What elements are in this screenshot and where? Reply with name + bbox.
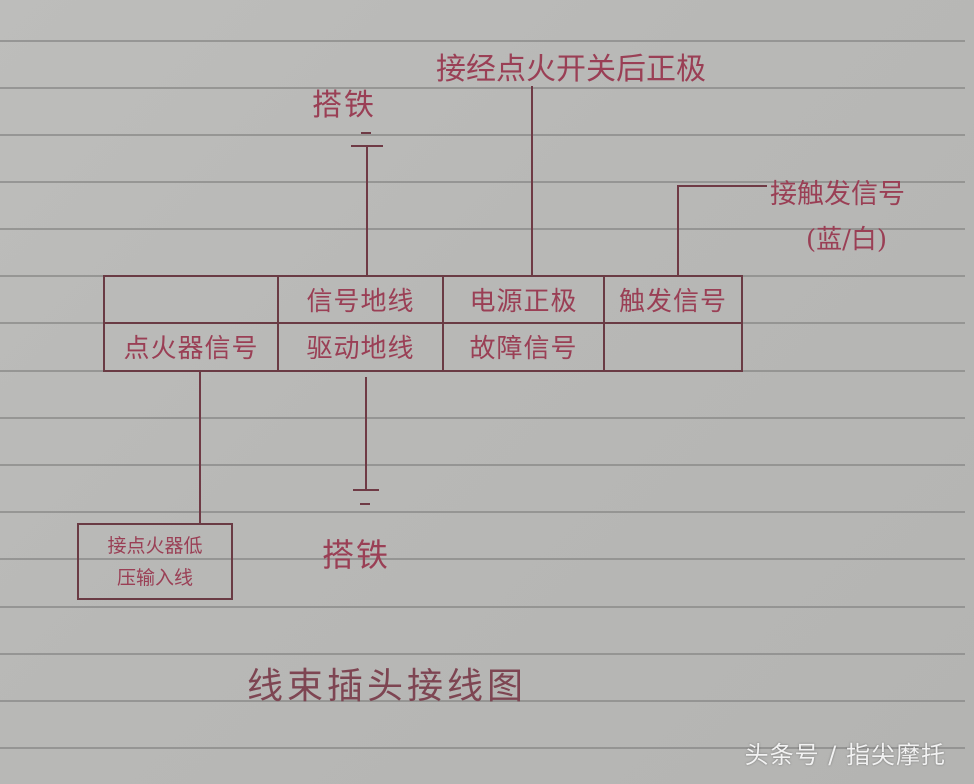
pin-igniter-signal: 点火器信号 (105, 323, 279, 370)
pin-signal-ground: 信号地线 (279, 277, 444, 324)
trigger-signal-label: 接触发信号 (770, 179, 905, 210)
watermark: 头条号 / 指尖摩托 (744, 741, 946, 769)
power-positive-wire (531, 86, 533, 275)
trigger-signal-color-label: (蓝/白) (806, 225, 888, 255)
diagram-title: 线束插头接线图 (247, 666, 528, 707)
ruled-line (0, 181, 965, 183)
pin-power-positive: 电源正极 (444, 277, 605, 324)
pin-drive-ground: 驱动地线 (279, 323, 444, 370)
ruled-line (0, 228, 965, 230)
harness-connector: 信号地线 电源正极 触发信号 点火器信号 驱动地线 故障信号 (103, 275, 743, 372)
ruled-line (0, 558, 965, 560)
ruled-line (0, 417, 965, 419)
signal-ground-wire (366, 146, 368, 275)
ruled-line (0, 464, 965, 466)
ruled-line (0, 700, 965, 702)
ruled-line (0, 134, 965, 136)
pin-trigger-signal: 触发信号 (605, 277, 741, 324)
ruled-line (0, 511, 965, 513)
trigger-signal-wire-horizontal (677, 185, 767, 187)
igniter-input-line1: 接点火器低 (107, 534, 203, 557)
igniter-signal-wire (199, 372, 201, 523)
pin-empty-2 (605, 324, 741, 371)
ground-label-top: 搭铁 (312, 88, 376, 123)
ruled-line (0, 606, 965, 608)
ground-label-bottom: 搭铁 (322, 536, 391, 574)
drive-ground-wire (365, 377, 367, 490)
ruled-line (0, 40, 965, 42)
trigger-signal-wire-vertical (677, 185, 679, 275)
igniter-low-voltage-input-box: 接点火器低 压输入线 (77, 523, 233, 600)
igniter-input-line2: 压输入线 (116, 566, 193, 589)
pin-fault-signal: 故障信号 (444, 323, 605, 370)
ruled-line (0, 747, 965, 749)
ruled-line (0, 87, 965, 89)
pin-empty-1 (105, 277, 279, 324)
ignition-switch-positive-label: 接经点火开关后正极 (436, 52, 706, 87)
ruled-line (0, 653, 965, 655)
